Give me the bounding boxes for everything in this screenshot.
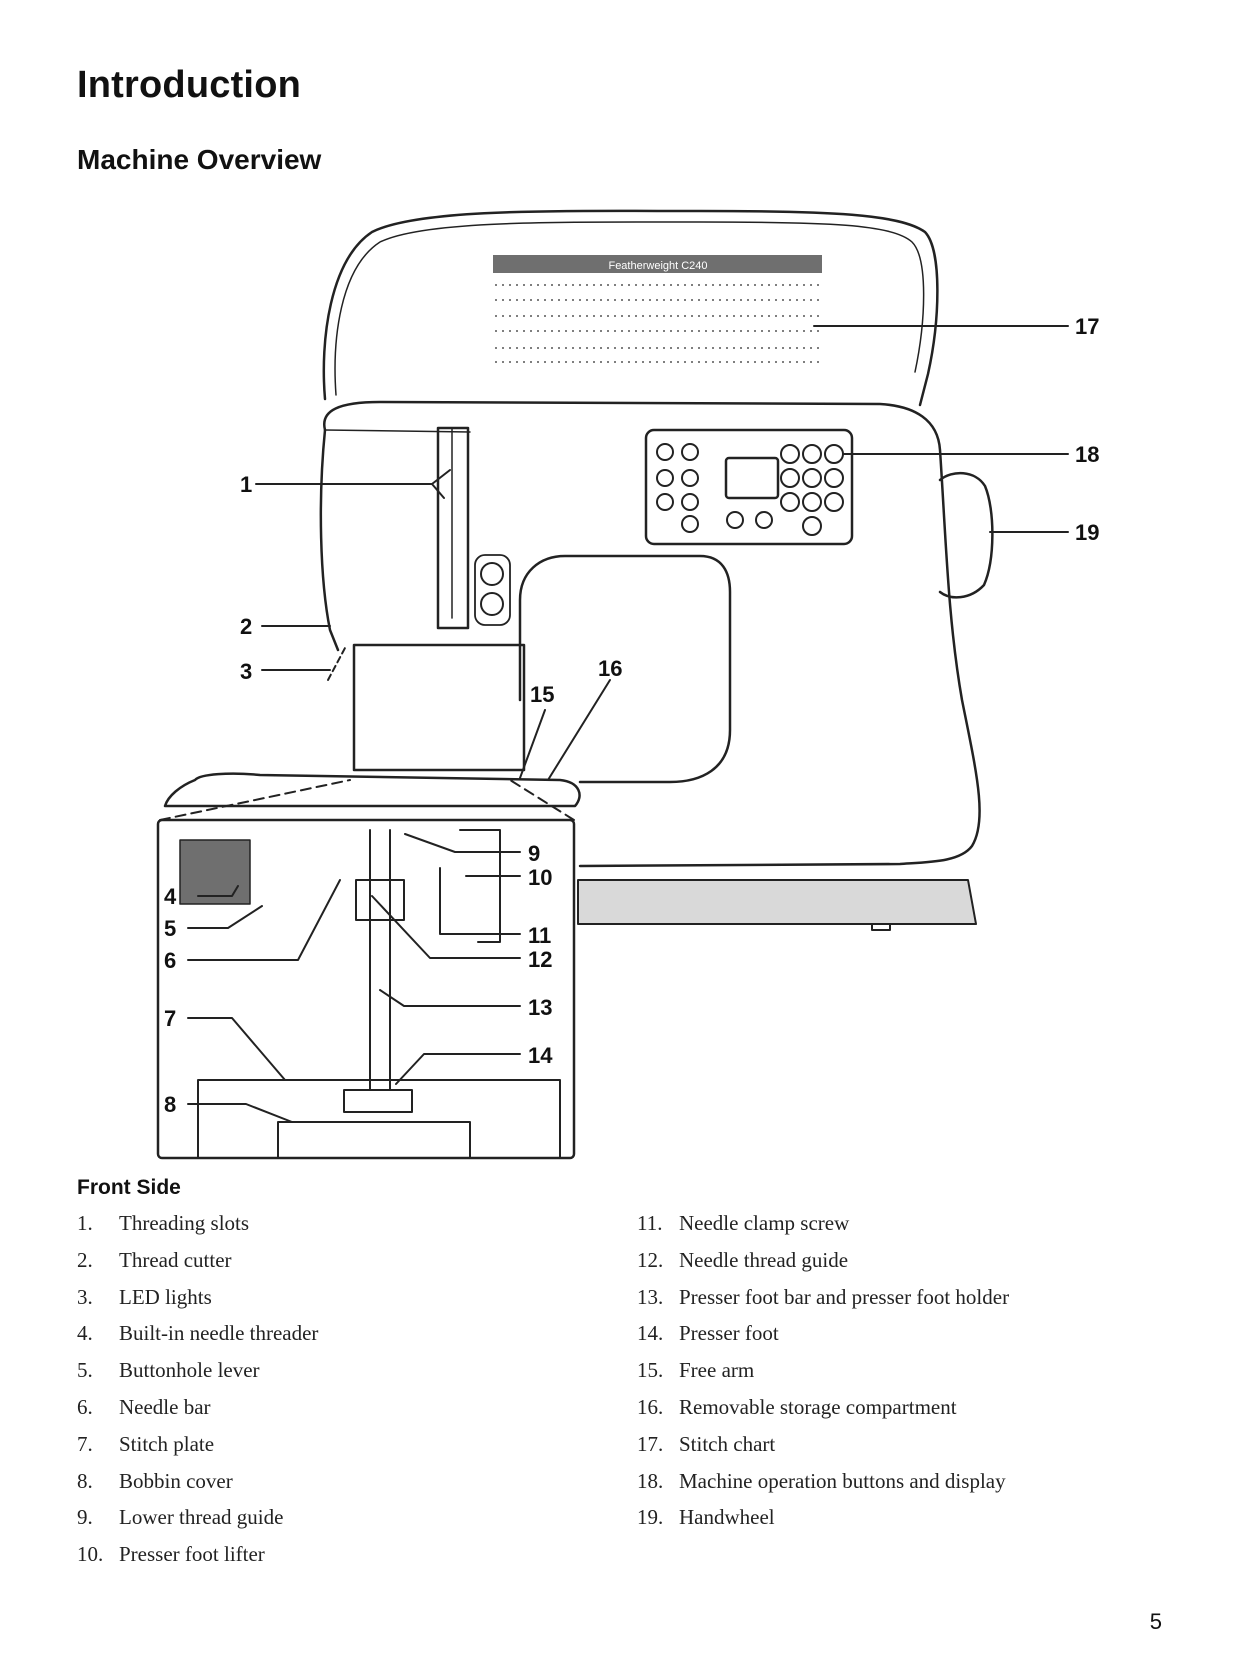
leader-6 (187, 879, 341, 961)
leader-5 (187, 905, 263, 929)
leader-14 (395, 1053, 521, 1085)
inset-link-left (159, 779, 351, 821)
parts-list-right: 11.Needle clamp screw 12.Needle thread g… (637, 1205, 1009, 1536)
stitch-chart-banner (493, 255, 822, 273)
callout-11: 11 (528, 923, 551, 948)
machine-head-left (319, 428, 340, 652)
list-item: 7.Stitch plate (77, 1431, 215, 1456)
lid-outline (322, 209, 939, 407)
callout-17: 17 (1075, 314, 1099, 339)
callout-10: 10 (528, 865, 552, 890)
machine-body-outline (323, 400, 981, 868)
machine-shoulder (324, 429, 471, 433)
presser-foot-lifter-detail (459, 829, 501, 943)
list-item: 6.Needle bar (77, 1394, 211, 1419)
presser-foot-detail (343, 1089, 413, 1113)
callout-8: 8 (164, 1092, 176, 1117)
leader-11 (439, 867, 521, 935)
stitch-chart-rows (495, 284, 820, 363)
leader-4 (197, 885, 239, 897)
callout-2: 2 (240, 614, 252, 639)
needle-bar-column (436, 426, 470, 630)
callout-9: 9 (528, 841, 540, 866)
list-item: 2.Thread cutter (77, 1247, 232, 1272)
base-strip (577, 879, 977, 925)
bobbin-cover-detail (277, 1121, 471, 1159)
threader-knob (179, 839, 251, 905)
arm-opening (518, 554, 732, 784)
callout-3: 3 (240, 659, 252, 684)
list-item: 15.Free arm (637, 1358, 755, 1383)
list-item: 8.Bobbin cover (77, 1468, 233, 1493)
callout-12: 12 (528, 947, 552, 972)
control-panel (644, 428, 854, 546)
callout-18: 18 (1075, 442, 1099, 467)
list-item: 9.Lower thread guide (77, 1505, 284, 1530)
handwheel-outline (938, 472, 994, 599)
list-item: 1.Threading slots (77, 1211, 250, 1235)
page-title: Introduction (77, 64, 302, 106)
presser-foot-area (352, 643, 526, 772)
list-item: 16.Removable storage compartment (637, 1394, 957, 1419)
list-item: 12.Needle thread guide (637, 1247, 849, 1272)
callout-5: 5 (164, 916, 176, 941)
leader-1 (255, 469, 451, 499)
callout-4: 4 (164, 884, 177, 909)
callout-1: 1 (240, 472, 252, 497)
leader-7 (187, 1017, 286, 1081)
panel-buttons (480, 443, 844, 616)
needle-clamp-detail (355, 879, 405, 921)
needle-bar-detail (369, 829, 391, 1091)
list-item: 14.Presser foot (637, 1321, 779, 1346)
callout-19: 19 (1075, 520, 1099, 545)
callout-15: 15 (530, 682, 554, 707)
leader-12 (371, 895, 521, 959)
leader-15 (519, 709, 546, 779)
sewing-machine-diagram: Featherweight C240 1 2 3 4 5 (156, 209, 1099, 1160)
stitch-chart-title: Featherweight C240 (608, 260, 707, 272)
list-item: 19.Handwheel (637, 1505, 775, 1530)
callout-6: 6 (164, 948, 176, 973)
leader-13 (379, 989, 521, 1007)
front-side-heading: Front Side (77, 1176, 181, 1199)
free-arm-bed (163, 772, 581, 808)
parts-list-left: 1.Threading slots 2.Thread cutter 3.LED … (77, 1205, 318, 1573)
leader-16 (547, 679, 611, 781)
section-title-machine-overview: Machine Overview (77, 144, 322, 175)
stop-start-button-housing (474, 554, 511, 626)
leader-9 (404, 833, 521, 853)
callout-16: 16 (598, 656, 622, 681)
list-item: 4.Built-in needle threader (77, 1321, 319, 1346)
list-item: 3.LED lights (77, 1284, 212, 1309)
list-item: 17.Stitch chart (637, 1431, 776, 1456)
page-number: 5 (1149, 1609, 1162, 1634)
inset-link-right (509, 779, 575, 821)
detail-inset (156, 818, 576, 1160)
callout-13: 13 (528, 995, 552, 1020)
leader-8 (187, 1103, 293, 1123)
list-item: 13.Presser foot bar and presser foot hol… (637, 1284, 1010, 1309)
callout-7: 7 (164, 1006, 176, 1031)
list-item: 18.Machine operation buttons and display (637, 1468, 1006, 1493)
callout-14: 14 (528, 1043, 553, 1068)
list-item: 5.Buttonhole lever (77, 1358, 260, 1383)
list-item: 10.Presser foot lifter (77, 1542, 265, 1567)
led-link (327, 647, 346, 681)
stitch-plate-detail (197, 1079, 561, 1159)
lid-inner-outline (334, 221, 925, 396)
lcd-display (724, 456, 780, 500)
list-item: 11.Needle clamp screw (637, 1211, 850, 1235)
base-foot (871, 923, 891, 931)
